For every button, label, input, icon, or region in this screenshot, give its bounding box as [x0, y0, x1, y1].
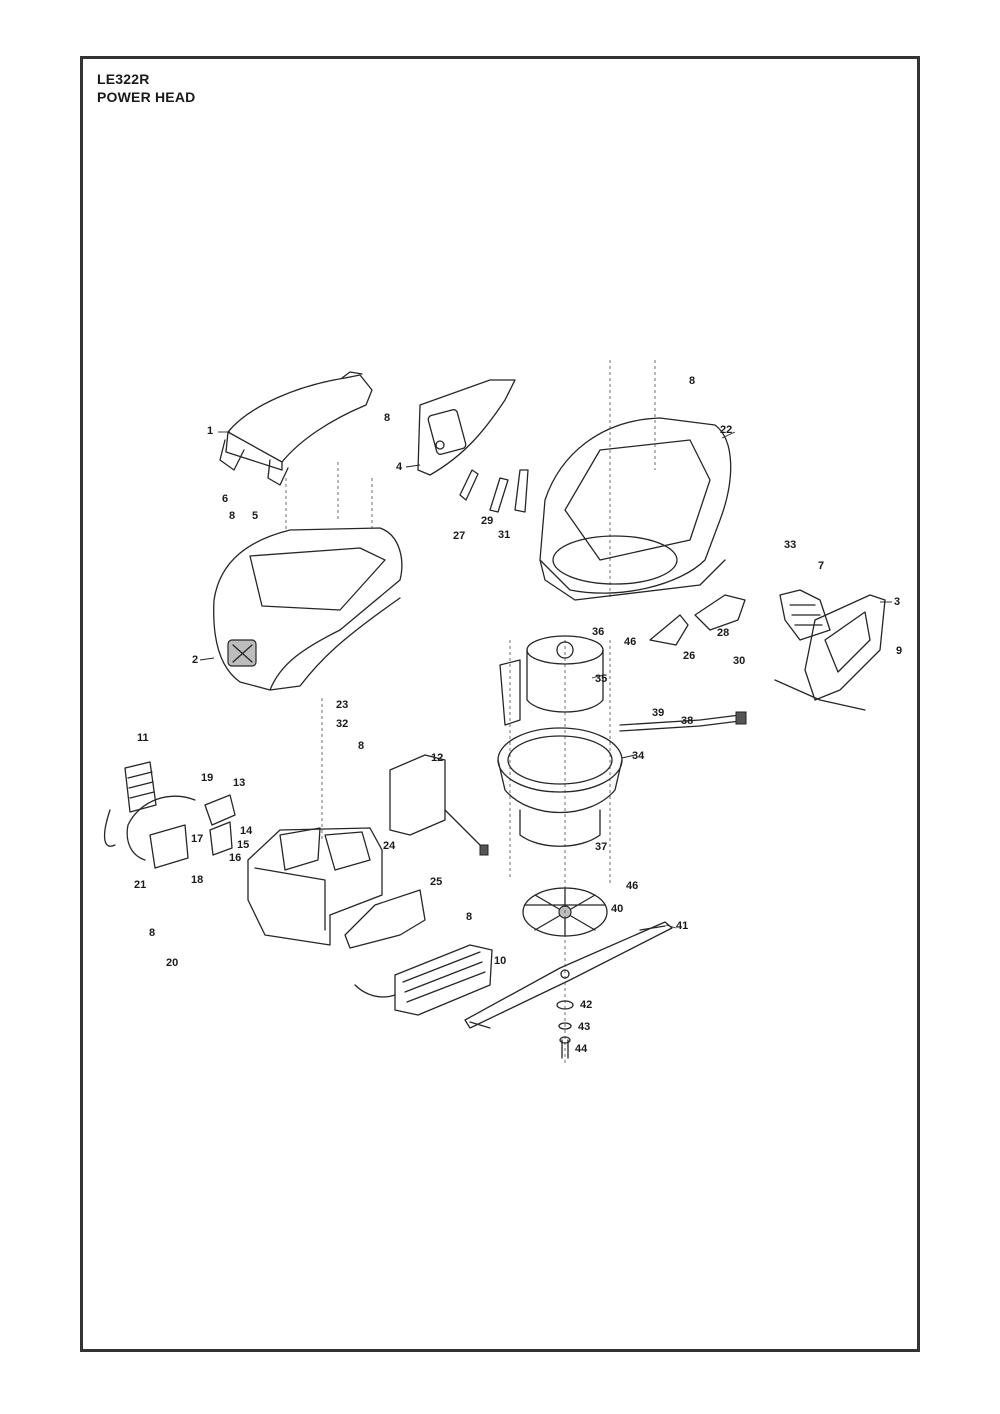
- control-module-part: [389, 754, 489, 856]
- callout-14: 14: [240, 825, 253, 837]
- callout-3: 3: [894, 596, 901, 608]
- callout-8: 8: [229, 510, 236, 522]
- callout-8: 8: [384, 412, 391, 424]
- callout-36: 36: [592, 626, 605, 638]
- callout-6: 6: [222, 493, 229, 505]
- main-cover-part: [213, 527, 403, 691]
- callout-41: 41: [676, 920, 689, 932]
- callout-27: 27: [453, 530, 466, 542]
- wire-harness-part: [126, 795, 196, 861]
- callout-40: 40: [611, 903, 624, 915]
- callout-39: 39: [652, 707, 665, 719]
- spring-part: [779, 589, 831, 641]
- callout-30: 30: [733, 655, 746, 667]
- cutting-blade-part: [464, 921, 673, 1029]
- callout-31: 31: [498, 529, 511, 541]
- drawing-frame: [80, 56, 920, 1352]
- callout-37: 37: [595, 841, 608, 853]
- callout-1: 1: [207, 425, 214, 437]
- model-number: LE322R: [97, 71, 150, 87]
- callout-22: 22: [720, 424, 733, 436]
- section-title: POWER HEAD: [97, 89, 196, 105]
- handle-bracket-part: [417, 379, 516, 476]
- callout-11: 11: [137, 732, 149, 744]
- callout-10: 10: [494, 955, 507, 967]
- callout-21: 21: [134, 879, 147, 891]
- chassis-deck-part: [539, 417, 732, 601]
- callout-5: 5: [252, 510, 259, 522]
- callout-34: 34: [632, 750, 645, 762]
- callout-46: 46: [626, 880, 639, 892]
- callout-12: 12: [431, 752, 444, 764]
- top-cover-part: [219, 371, 373, 486]
- callout-16: 16: [229, 852, 242, 864]
- battery-bracket-part: [344, 889, 426, 949]
- callout-46: 46: [624, 636, 637, 648]
- battery-part: [354, 944, 493, 1016]
- switch-plate-part: [149, 794, 236, 869]
- callout-28: 28: [717, 627, 730, 639]
- callout-25: 25: [430, 876, 443, 888]
- callout-8: 8: [689, 375, 696, 387]
- blade-fastener-part: [556, 1000, 574, 1059]
- callout-2: 2: [192, 654, 199, 666]
- callout-26: 26: [683, 650, 696, 662]
- cable-part: [619, 711, 747, 732]
- assembly-axis-lines: [285, 360, 656, 1065]
- callout-44: 44: [575, 1043, 588, 1055]
- motor-part: [499, 635, 604, 726]
- callout-20: 20: [166, 957, 179, 969]
- callout-29: 29: [481, 515, 494, 527]
- height-adjuster-part: [649, 594, 746, 646]
- callout-35: 35: [595, 673, 608, 685]
- callout-43: 43: [578, 1021, 591, 1033]
- rear-grip-part: [774, 594, 886, 711]
- callout-32: 32: [336, 718, 349, 730]
- callout-18: 18: [191, 874, 204, 886]
- callout-7: 7: [818, 560, 825, 572]
- handle-linkage-part: [459, 469, 529, 513]
- switch-box-part: [103, 761, 157, 847]
- callout-8: 8: [358, 740, 365, 752]
- callout-9: 9: [896, 645, 903, 657]
- callout-leader-lines: [199, 431, 892, 929]
- callout-8: 8: [466, 911, 473, 923]
- callout-13: 13: [233, 777, 246, 789]
- callout-38: 38: [681, 715, 694, 727]
- callout-23: 23: [336, 699, 349, 711]
- callout-19: 19: [201, 772, 214, 784]
- callout-8: 8: [149, 927, 156, 939]
- motor-housing-part: [497, 727, 623, 847]
- callout-15: 15: [237, 839, 250, 851]
- callout-42: 42: [580, 999, 593, 1011]
- callout-4: 4: [396, 461, 403, 473]
- callout-17: 17: [191, 833, 204, 845]
- callout-24: 24: [383, 840, 396, 852]
- battery-compartment-part: [247, 827, 383, 946]
- callout-33: 33: [784, 539, 797, 551]
